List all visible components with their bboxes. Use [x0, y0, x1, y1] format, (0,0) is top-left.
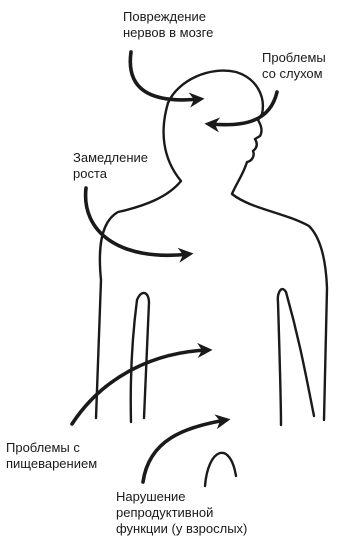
- digestion-arrow: [72, 350, 208, 424]
- label-digestion-problems: Проблемы с пищеварением: [6, 440, 126, 472]
- label-reproductive-disorder: Нарушение репродуктивной функции (у взро…: [116, 489, 276, 537]
- reproduction-arrow: [143, 420, 226, 482]
- crotch-outline: [205, 453, 236, 486]
- hearing-arrow: [209, 92, 277, 125]
- brain-arrow: [130, 52, 200, 100]
- label-brain-nerve-damage: Повреждение нервов в мозге: [123, 9, 253, 41]
- right-arm-inner: [278, 289, 314, 425]
- label-hearing-problems: Проблемы со слухом: [262, 50, 340, 82]
- label-growth-slowdown: Замедление роста: [73, 150, 183, 182]
- left-arm-inner: [131, 293, 149, 422]
